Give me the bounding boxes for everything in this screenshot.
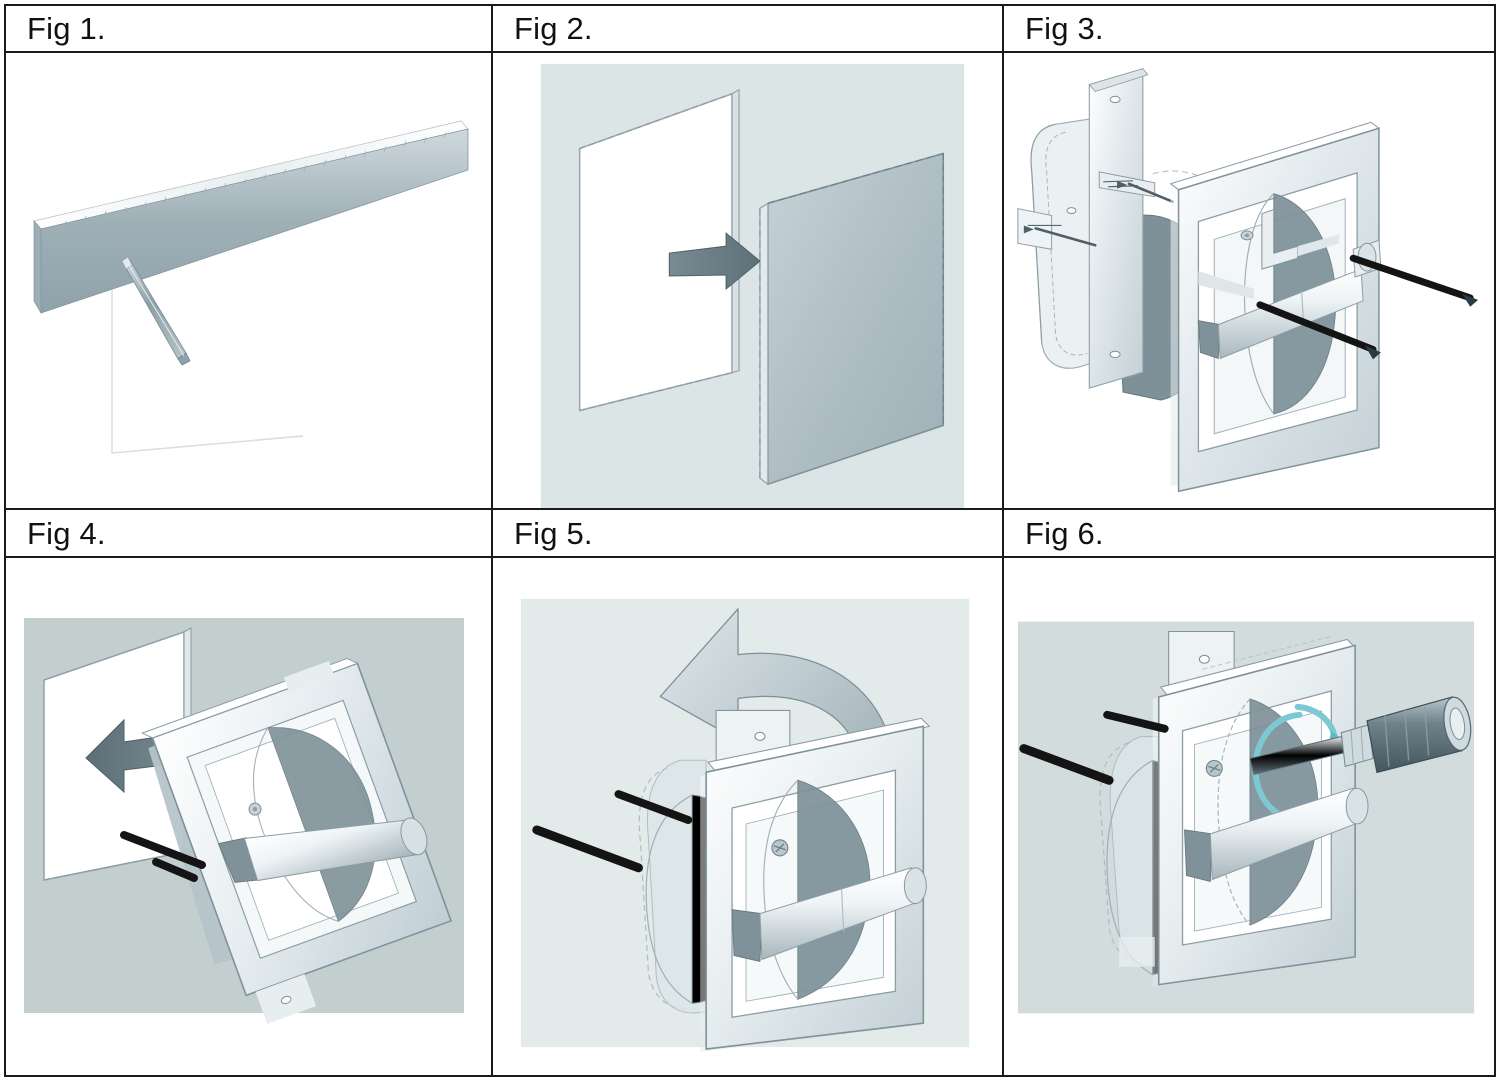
figure-grid: Fig 1. Fig 2. Fig 3.	[4, 4, 1496, 1077]
figure-label-fig6: Fig 6.	[1025, 515, 1104, 551]
figure-label-fig3: Fig 3.	[1025, 11, 1104, 46]
figure-header-fig6: Fig 6.	[1002, 508, 1494, 558]
figure-art-fig1	[6, 53, 491, 508]
figure-label-fig2: Fig 2.	[514, 11, 593, 46]
figure-header-fig5: Fig 5.	[491, 508, 1002, 558]
figure-label-fig5: Fig 5.	[514, 515, 593, 551]
illustration-fig4	[6, 558, 491, 1075]
illustration-fig2	[493, 53, 1002, 508]
illustration-fig6	[1004, 558, 1494, 1075]
figure-header-fig4: Fig 4.	[6, 508, 491, 558]
figure-label-fig4: Fig 4.	[27, 515, 106, 551]
figure-label-fig1: Fig 1.	[27, 11, 106, 46]
illustration-fig5	[493, 558, 1002, 1075]
illustration-fig3	[1004, 53, 1494, 508]
figure-header-fig2: Fig 2.	[491, 6, 1002, 53]
illustration-fig1	[6, 53, 491, 508]
figure-art-fig5	[491, 558, 1002, 1075]
figure-art-fig4	[6, 558, 491, 1075]
figure-header-fig1: Fig 1.	[6, 6, 491, 53]
figure-art-fig2	[491, 53, 1002, 508]
figure-header-fig3: Fig 3.	[1002, 6, 1494, 53]
figure-art-fig3	[1002, 53, 1494, 508]
figure-art-fig6	[1002, 558, 1494, 1075]
